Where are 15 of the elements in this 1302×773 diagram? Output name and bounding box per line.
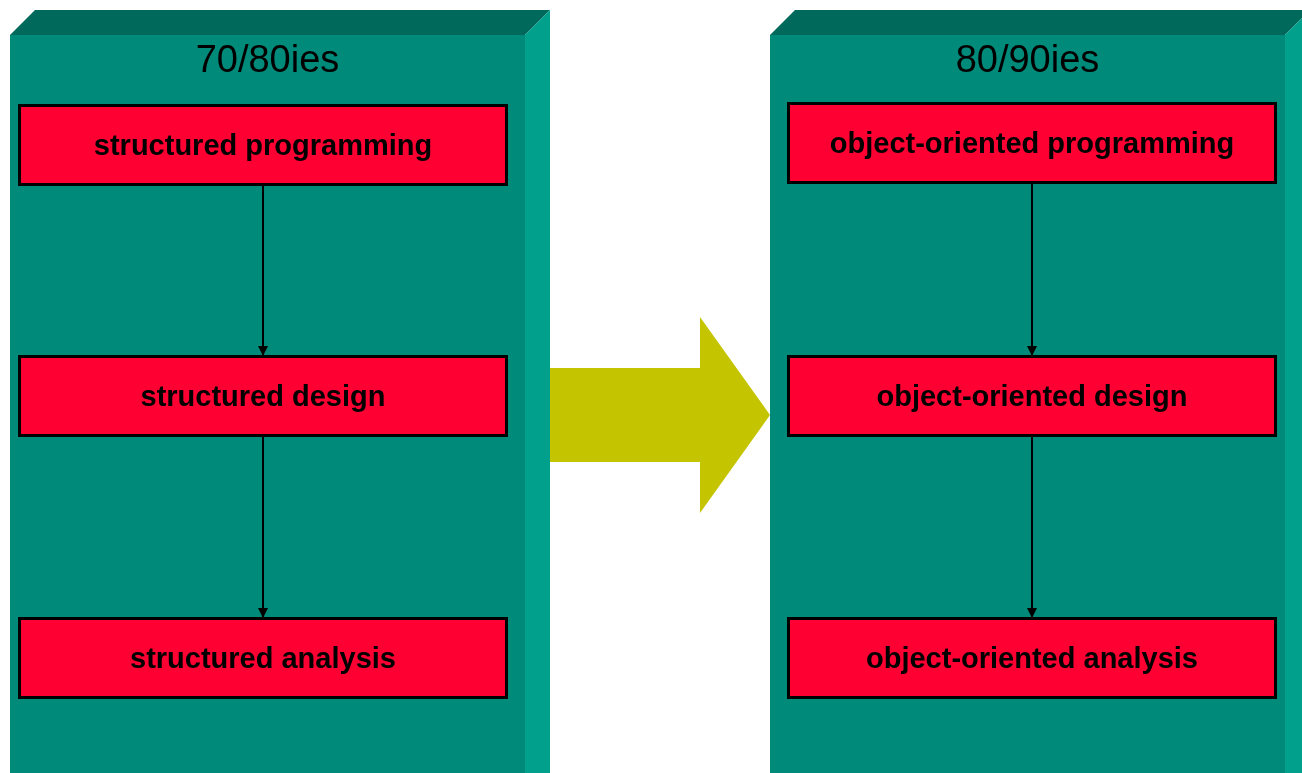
arrow bbox=[1027, 436, 1037, 618]
arrow bbox=[258, 436, 268, 618]
process-box: object-oriented design bbox=[787, 355, 1277, 437]
process-box: structured design bbox=[18, 355, 508, 437]
era-heading: 70/80ies bbox=[194, 38, 341, 81]
block-arrow bbox=[550, 317, 770, 513]
arrow bbox=[1027, 183, 1037, 356]
process-box: structured analysis bbox=[18, 617, 508, 699]
era-panel bbox=[10, 10, 550, 773]
era-panel bbox=[770, 10, 1302, 773]
arrow bbox=[258, 185, 268, 356]
process-box: structured programming bbox=[18, 104, 508, 186]
process-box: object-oriented analysis bbox=[787, 617, 1277, 699]
era-heading: 80/90ies bbox=[954, 38, 1101, 81]
process-box: object-oriented programming bbox=[787, 102, 1277, 184]
